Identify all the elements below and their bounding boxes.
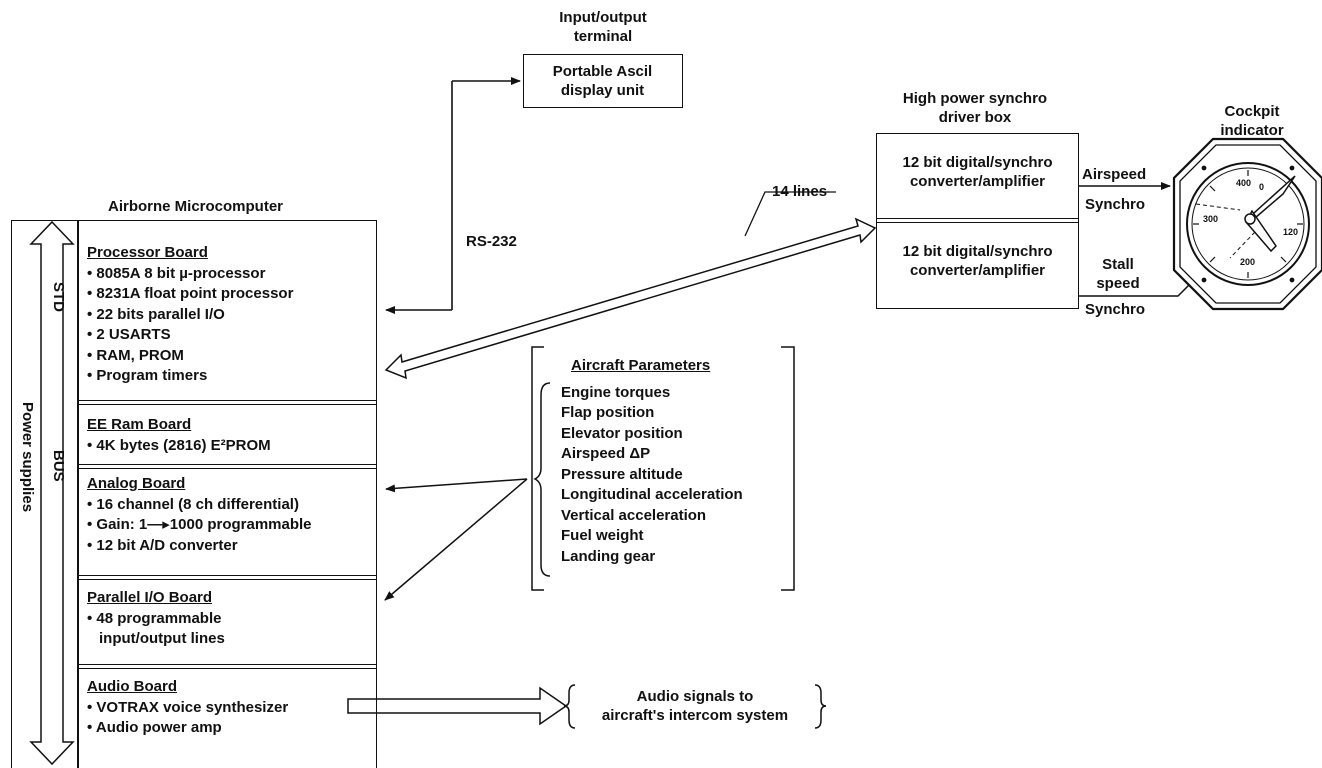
microcomputer-title: Airborne Microcomputer: [108, 198, 284, 215]
converter-amplifier-1: 12 bit digital/synchro converter/amplifi…: [902, 154, 1053, 190]
synchro-label-1: Synchro: [1085, 196, 1146, 213]
list-item: • Program timers: [87, 367, 208, 384]
list-item: • 4K bytes (2816) E²PROM: [87, 436, 271, 454]
synchro-driver-box: [876, 133, 1079, 309]
list-item: Airspeed ΔP: [561, 445, 651, 462]
board-divider: [78, 400, 377, 405]
board-divider: [78, 664, 377, 669]
board-divider: [78, 464, 377, 469]
converter-amplifier-2: 12 bit digital/synchro converter/amplifi…: [902, 243, 1053, 279]
processor-board: Processor Board • 8085A 8 bit µ-processo…: [87, 243, 293, 387]
list-item: • RAM, PROM: [87, 346, 184, 364]
dial-label-200: 200: [1240, 257, 1255, 267]
rs232-link: [385, 77, 521, 314]
microcomputer-enclosure: [11, 220, 377, 768]
list-item: Landing gear: [561, 547, 656, 565]
synchro-divider: [877, 218, 1078, 223]
list-item: Engine torques: [561, 383, 671, 401]
list-item: Fuel weight: [561, 527, 644, 544]
fourteen-lines-bus-arrow: [384, 191, 877, 380]
parallel-io-board-title: Parallel I/O Board: [87, 589, 213, 606]
cockpit-indicator-title: Cockpit indicator: [1220, 103, 1284, 139]
std-bus-arrow: [29, 220, 75, 766]
synchro-label-2: Synchro: [1085, 301, 1146, 318]
rs232-label: RS-232: [466, 233, 517, 250]
audio-board-title: Audio Board: [87, 678, 177, 695]
bus-label: BUS: [50, 450, 67, 482]
audio-board: Audio Board • VOTRAX voice synthesizer •…: [87, 677, 288, 739]
list-item: • 8085A 8 bit µ-processor: [87, 264, 266, 282]
aircraft-parameters-title: Aircraft Parameters: [571, 357, 711, 374]
dial-label-400: 400: [1236, 178, 1251, 188]
list-item: • Gain: 1—▸1000 programmable: [87, 516, 312, 533]
microcomputer-bus-divider: [77, 220, 79, 768]
list-item: • 8231A float point processor: [87, 285, 294, 302]
analog-board-title: Analog Board: [87, 475, 186, 492]
parameter-bracket: [531, 346, 795, 591]
ee-ram-board-title: EE Ram Board: [87, 416, 192, 433]
list-item: • Audio power amp: [87, 719, 222, 736]
audio-output-arrow: [347, 686, 568, 726]
io-terminal-line1: Portable Ascil: [552, 63, 653, 80]
dial-label-300: 300: [1203, 214, 1218, 224]
stall-speed-label: Stall speed: [1096, 256, 1140, 292]
list-item: • 48 programmable: [87, 609, 222, 627]
analog-board: Analog Board • 16 channel (8 ch differen…: [87, 474, 312, 556]
cockpit-indicator-gauge: 400 0 300 120 200: [1172, 137, 1322, 311]
power-supplies-label: Power supplies: [19, 402, 36, 513]
fourteen-lines-label: 14 lines: [772, 183, 828, 200]
list-item: • 2 USARTS: [87, 326, 171, 343]
airspeed-label: Airspeed: [1082, 166, 1147, 183]
audio-output-braces: [563, 684, 827, 729]
list-item: • 12 bit A/D converter: [87, 536, 238, 554]
list-item: • 22 bits parallel I/O: [87, 305, 225, 323]
parallel-io-board: Parallel I/O Board • 48 programmable inp…: [87, 588, 225, 650]
std-label: STD: [50, 282, 67, 312]
audio-output-label: Audio signals to aircraft's intercom sys…: [601, 688, 789, 724]
list-item: Vertical acceleration: [561, 506, 707, 524]
io-terminal-box: Portable Ascil display unit: [523, 54, 683, 108]
list-item: input/output lines: [99, 630, 225, 647]
list-item: Pressure altitude: [561, 465, 683, 483]
processor-board-title: Processor Board: [87, 244, 208, 261]
dial-label-0: 0: [1259, 182, 1264, 192]
list-item: Flap position: [561, 404, 655, 421]
io-terminal-title: Input/output terminal: [559, 9, 647, 45]
aircraft-parameters: Aircraft Parameters Engine torques Flap …: [561, 356, 743, 567]
list-item: Longitudinal acceleration: [561, 486, 743, 503]
dial-label-120: 120: [1283, 227, 1298, 237]
list-item: • 16 channel (8 ch differential): [87, 495, 299, 513]
parameter-arrows: [384, 478, 528, 601]
ee-ram-board: EE Ram Board • 4K bytes (2816) E²PROM: [87, 415, 271, 456]
list-item: Elevator position: [561, 424, 683, 442]
io-terminal-line2: display unit: [560, 82, 645, 99]
synchro-driver-title: High power synchro driver box: [902, 90, 1048, 126]
board-divider: [78, 575, 377, 580]
list-item: • VOTRAX voice synthesizer: [87, 698, 289, 716]
